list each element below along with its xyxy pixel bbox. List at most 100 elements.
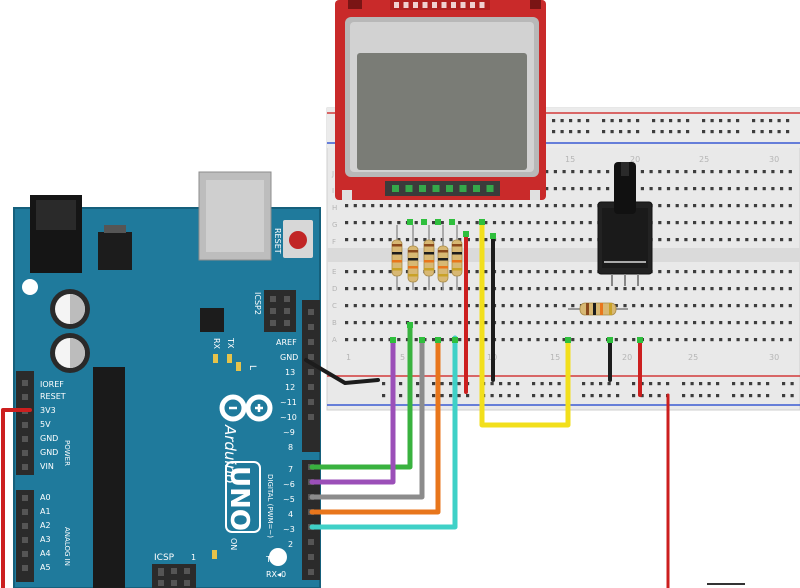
wire-cyan[interactable] xyxy=(309,335,458,530)
rail-hole xyxy=(699,394,703,398)
terminal-hole xyxy=(484,204,488,208)
terminal-hole xyxy=(345,304,349,308)
pin-label-6: ~6 xyxy=(283,480,295,489)
l-led-label: L xyxy=(247,365,257,370)
terminal-hole xyxy=(675,287,679,291)
header-pin xyxy=(308,339,314,345)
resistor-band xyxy=(438,250,448,253)
wire-endpoint xyxy=(463,231,469,237)
wire-green[interactable] xyxy=(309,322,413,470)
terminal-hole xyxy=(388,270,392,274)
terminal-hole xyxy=(736,287,740,291)
terminal-hole xyxy=(423,304,427,308)
terminal-hole xyxy=(710,304,714,308)
breadboard: 1 5 10 15 20 25 30 1 5 10 15 20 25 30 J … xyxy=(326,107,800,411)
terminal-hole xyxy=(379,338,383,342)
terminal-hole xyxy=(623,321,627,325)
wire-gnd-black[interactable] xyxy=(304,358,380,385)
terminal-hole xyxy=(527,321,531,325)
pin-label-vin: VIN xyxy=(40,462,54,471)
terminal-hole xyxy=(345,321,349,325)
terminal-hole xyxy=(449,321,453,325)
terminal-hole xyxy=(510,321,514,325)
header-pin xyxy=(158,568,164,574)
lcd-pins xyxy=(392,185,494,192)
col-label-bottom-1: 1 xyxy=(346,353,351,362)
wire-yellow[interactable] xyxy=(479,219,571,428)
terminal-hole xyxy=(579,270,584,274)
terminal-hole xyxy=(788,238,792,242)
col-label-top-25: 25 xyxy=(699,155,709,164)
row-label-h: H xyxy=(332,204,337,212)
terminal-hole xyxy=(371,204,375,208)
rail-hole xyxy=(582,382,586,386)
reset-button-cap[interactable] xyxy=(289,231,307,249)
terminal-hole xyxy=(658,304,662,308)
pin-label-a3: A3 xyxy=(40,535,51,544)
rail-hole xyxy=(449,382,453,386)
rail-hole xyxy=(782,394,786,398)
terminal-hole xyxy=(536,287,540,291)
terminal-hole xyxy=(701,170,705,174)
terminal-hole xyxy=(736,321,740,325)
terminal-hole xyxy=(345,204,349,208)
rail-hole xyxy=(760,119,764,123)
rail-hole xyxy=(740,382,744,386)
rail-hole xyxy=(727,130,731,134)
rail-hole xyxy=(677,119,681,123)
wire-endpoint xyxy=(607,337,613,343)
terminal-hole xyxy=(666,187,671,191)
terminal-hole xyxy=(753,270,758,274)
row-label-a: A xyxy=(332,336,337,344)
terminal-hole xyxy=(484,238,488,242)
resistor-body xyxy=(437,245,449,283)
terminal-hole xyxy=(510,221,514,225)
header-pin xyxy=(308,414,314,420)
arduino-uno-board: RESET ICSP2 ICSP 1 TX RX L ON xyxy=(13,171,321,588)
terminal-hole xyxy=(388,321,392,325)
rail-hole xyxy=(716,382,720,386)
terminal-hole xyxy=(562,204,566,208)
terminal-hole xyxy=(684,221,688,225)
col-label-bottom-15: 15 xyxy=(550,353,560,362)
terminal-hole xyxy=(475,221,479,225)
tx-led-label: TX xyxy=(226,337,235,349)
rail-hole xyxy=(552,130,556,134)
terminal-hole xyxy=(571,287,575,291)
header-pin xyxy=(22,394,28,400)
terminal-hole xyxy=(771,204,775,208)
resistor-band xyxy=(392,252,402,255)
wire-orange[interactable] xyxy=(309,337,441,515)
terminal-hole xyxy=(371,304,375,308)
col-label-top-30: 30 xyxy=(769,155,779,164)
header-pin xyxy=(158,580,164,586)
terminal-hole xyxy=(562,170,566,174)
terminal-hole xyxy=(353,270,357,274)
resistor-body xyxy=(451,239,463,277)
terminal-hole xyxy=(440,338,444,342)
terminal-hole xyxy=(701,204,705,208)
wire-gray[interactable] xyxy=(309,337,425,500)
pin-label-ioref: IOREF xyxy=(40,380,64,389)
terminal-hole xyxy=(701,187,705,191)
wire-endpoints xyxy=(390,219,643,343)
pin-label-3v3: 3V3 xyxy=(40,406,56,415)
terminal-hole xyxy=(788,221,792,225)
rail-hole xyxy=(560,119,564,123)
terminal-hole xyxy=(388,204,392,208)
header-pin xyxy=(284,296,290,302)
rail-hole xyxy=(507,394,511,398)
rail-hole xyxy=(627,130,631,134)
terminal-hole xyxy=(536,204,540,208)
wire-3v3-red[interactable] xyxy=(1,408,32,588)
wire-purple[interactable] xyxy=(309,337,396,485)
rail-hole xyxy=(699,382,703,386)
terminal-hole xyxy=(536,238,540,242)
terminal-hole xyxy=(379,270,383,274)
terminal-hole xyxy=(771,170,775,174)
rail-hole xyxy=(677,130,681,134)
terminal-hole xyxy=(753,238,758,242)
rail-hole xyxy=(577,119,581,123)
terminal-hole xyxy=(571,170,575,174)
terminal-hole xyxy=(362,270,366,274)
